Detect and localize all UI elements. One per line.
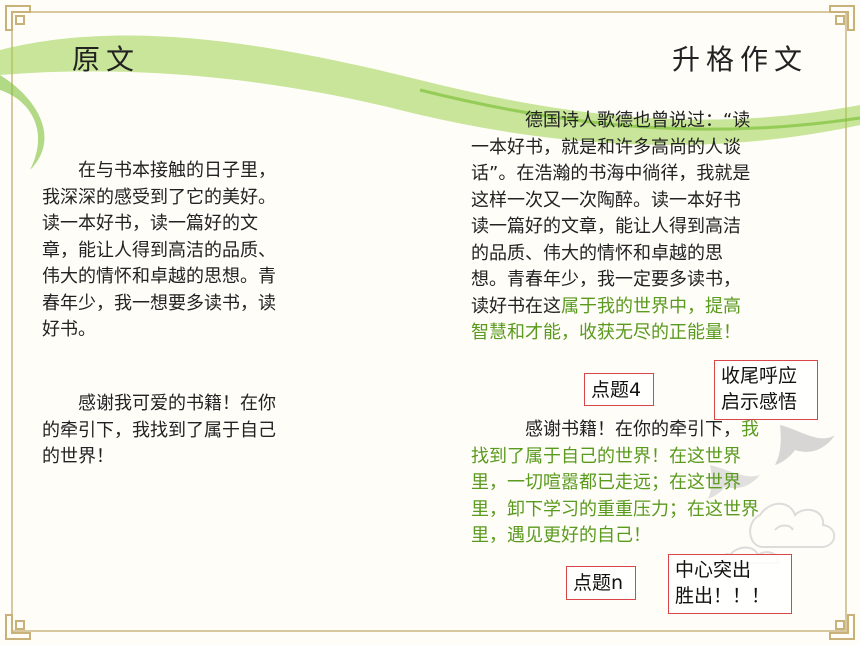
right-paragraph-2-text: 感谢书籍！在你的牵引下，	[525, 419, 741, 440]
corner-ornament-bottom-left	[5, 614, 31, 640]
left-paragraph-1: 在与书本接触的日子里，我深深的感受到了它的美好。读一本好书，读一篇好的文章，能让…	[42, 160, 276, 340]
page-frame	[11, 11, 847, 632]
right-paragraph-1-text: 德国诗人歌德也曾说过：“读一本好书，就是和许多高尚的人谈话”。在浩瀚的书海中徜徉…	[471, 110, 751, 317]
corner-ornament-bottom-right	[829, 614, 855, 640]
left-title: 原文	[72, 43, 141, 76]
annotation-ending-echo: 收尾呼应 启示感悟	[714, 360, 818, 420]
annotation-center-prominent-line-2: 胜出！！！	[675, 585, 771, 607]
annotation-center-prominent: 中心突出 胜出！！！	[668, 554, 792, 614]
right-title: 升格作文	[672, 43, 809, 76]
corner-ornament-top-left	[5, 5, 31, 31]
annotation-point-title-n: 点题n	[566, 566, 636, 600]
right-paragraph-1: 德国诗人歌德也曾说过：“读一本好书，就是和许多高尚的人谈话”。在浩瀚的书海中徜徉…	[471, 108, 756, 347]
left-paragraph-2: 感谢我可爱的书籍！在你的牵引下，我找到了属于自己的世界！	[42, 393, 276, 467]
annotation-ending-echo-line-2: 启示感悟	[721, 391, 798, 413]
right-paragraph-2-highlight: 我找到了属于自己的世界！在这世界里，一切喧嚣都已走远；在这世界里，卸下学习的重重…	[471, 419, 759, 546]
annotation-point-title-4: 点题4	[584, 373, 654, 406]
right-paragraph-1-highlight: 属于我的世界中，提高智慧和才能，收获无尽的正能量！	[471, 295, 741, 344]
annotation-ending-echo-line-1: 收尾呼应	[721, 365, 798, 387]
right-paragraph-2: 感谢书籍！在你的牵引下，我找到了属于自己的世界！在这世界里，一切喧嚣都已走远；在…	[471, 417, 771, 550]
green-swoosh-decoration	[0, 35, 860, 170]
annotation-center-prominent-line-1: 中心突出	[675, 559, 752, 581]
corner-ornament-top-right	[829, 5, 855, 31]
